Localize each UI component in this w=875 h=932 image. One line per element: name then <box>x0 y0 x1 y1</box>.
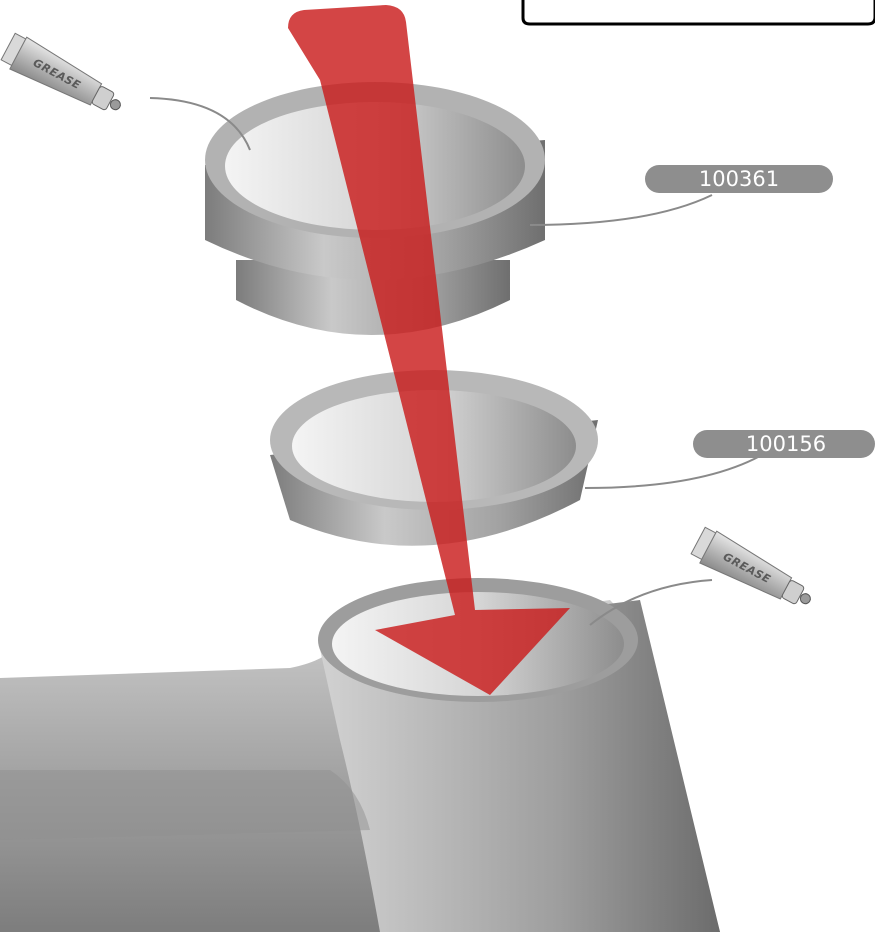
grease-tube-bottom: GREASE <box>689 526 818 617</box>
frame-shadow <box>0 770 370 840</box>
leader-line-100156 <box>585 456 760 488</box>
info-box-frame <box>523 0 875 24</box>
bike-frame <box>0 578 720 932</box>
part-number-label: 100156 <box>746 432 826 456</box>
callout-100361: 100361 <box>645 165 833 193</box>
grease-tube-top: GREASE <box>0 32 128 123</box>
leader-line-100361 <box>530 195 712 225</box>
callout-100156: 100156 <box>693 430 875 458</box>
part-number-label: 100361 <box>699 167 779 191</box>
